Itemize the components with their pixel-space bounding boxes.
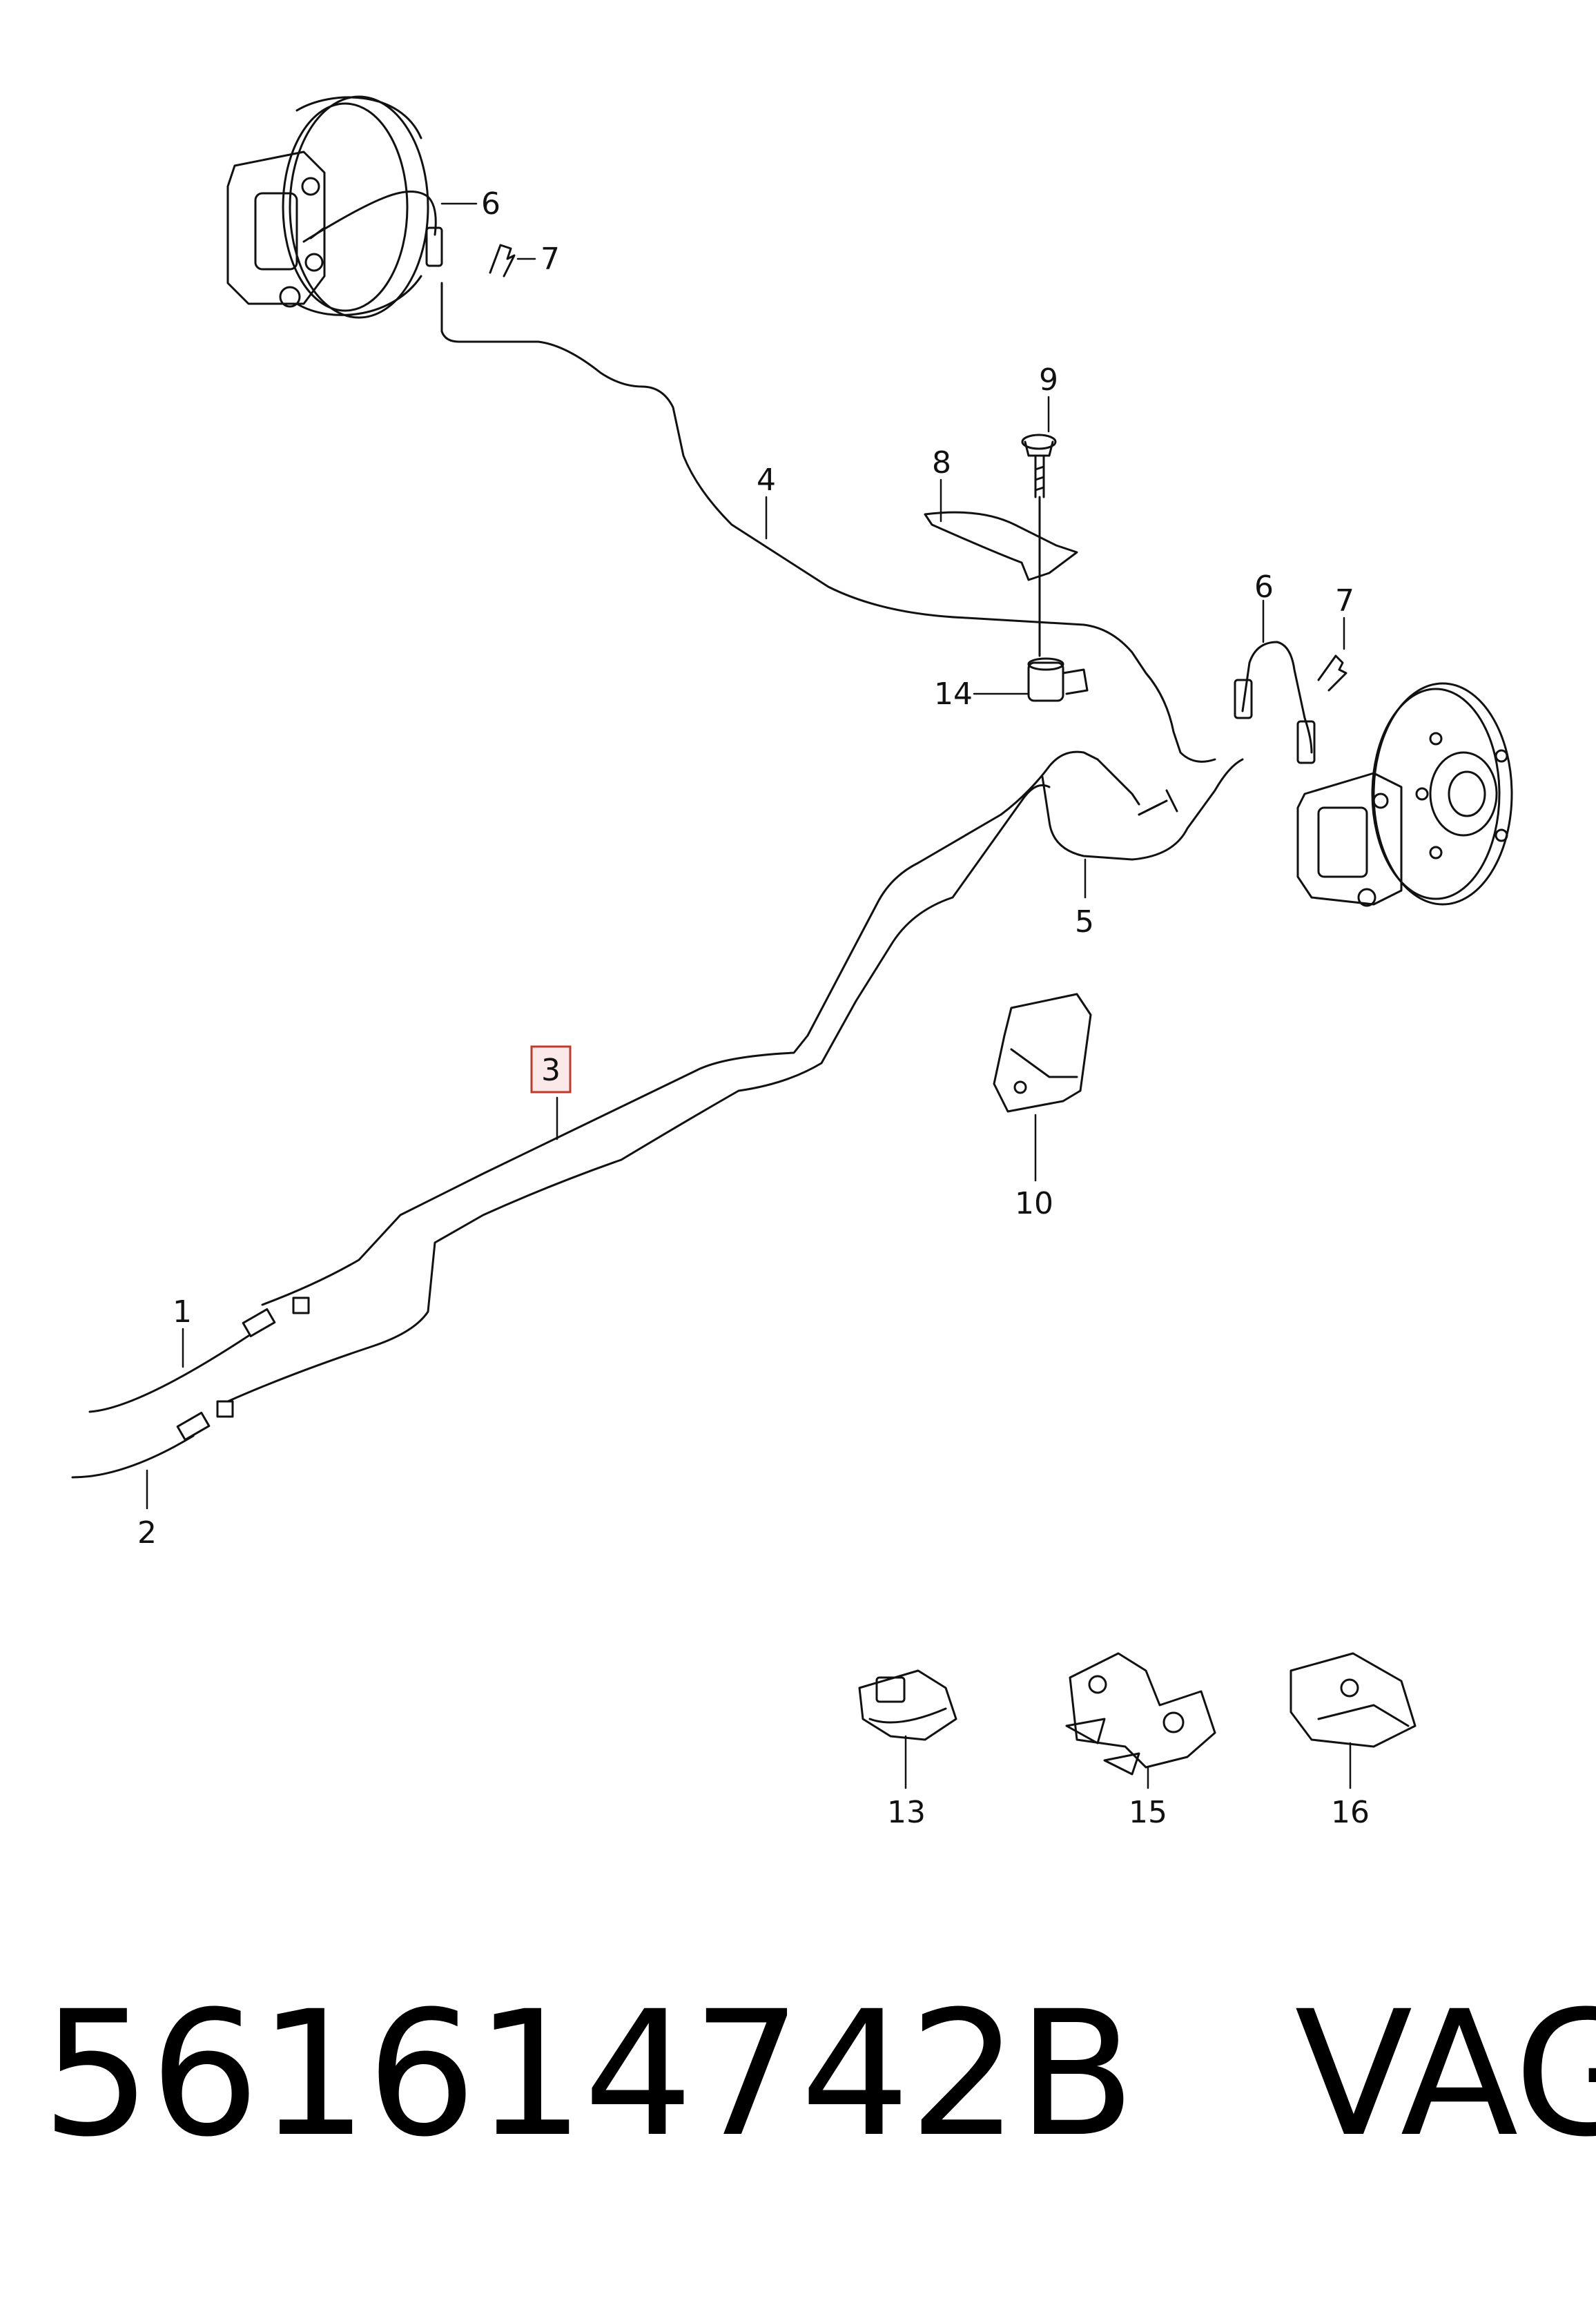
callout-16: 16 — [1331, 1795, 1370, 1830]
callout-6-left: 6 — [481, 186, 500, 222]
callout-9: 9 — [1039, 362, 1058, 398]
callout-1: 1 — [173, 1294, 192, 1330]
brake-line-5 — [1041, 758, 1244, 861]
clip-16 — [1290, 1652, 1417, 1748]
callout-13: 13 — [887, 1795, 926, 1830]
clip-7-left — [489, 244, 516, 278]
brake-line-2-end — [71, 1400, 234, 1479]
brake-hose-left — [302, 191, 443, 267]
holder-14 — [1027, 657, 1089, 702]
callout-8: 8 — [932, 445, 951, 480]
callout-4: 4 — [757, 463, 776, 498]
brake-disc-right — [1371, 682, 1513, 906]
brake-disc-left — [282, 95, 429, 319]
brake-caliper-left — [226, 150, 326, 308]
brake-hose-right — [1234, 641, 1316, 764]
clip-15 — [1065, 1652, 1216, 1776]
callout-15: 15 — [1129, 1795, 1167, 1830]
callout-2: 2 — [137, 1515, 157, 1551]
leader-lines — [146, 202, 1352, 1789]
brand-name: VAG — [1294, 1974, 1596, 2175]
brake-caliper-right — [1296, 772, 1403, 907]
callout-3-highlight — [530, 1045, 572, 1094]
clip-7-right — [1317, 654, 1347, 692]
callout-3: 3 — [541, 1053, 561, 1088]
brake-line-3 — [226, 750, 1140, 1403]
callout-14: 14 — [934, 677, 973, 712]
part-number: 561614742B — [41, 1974, 1136, 2175]
bracket-8 — [924, 511, 1078, 581]
fitting-right-line-4 — [1138, 789, 1178, 816]
callout-5: 5 — [1075, 904, 1094, 940]
callout-10: 10 — [1015, 1186, 1053, 1221]
bolt-9 — [1021, 434, 1057, 657]
callout-6-right: 6 — [1254, 570, 1274, 605]
part-number-caption: 561614742B VAG — [41, 1988, 1596, 2161]
brake-line-4 — [440, 282, 1216, 763]
callout-7-left: 7 — [541, 242, 560, 277]
callout-7-right: 7 — [1335, 583, 1354, 619]
clip-10 — [993, 993, 1092, 1113]
clip-13 — [858, 1669, 957, 1741]
brake-line-1-end — [88, 1296, 310, 1413]
